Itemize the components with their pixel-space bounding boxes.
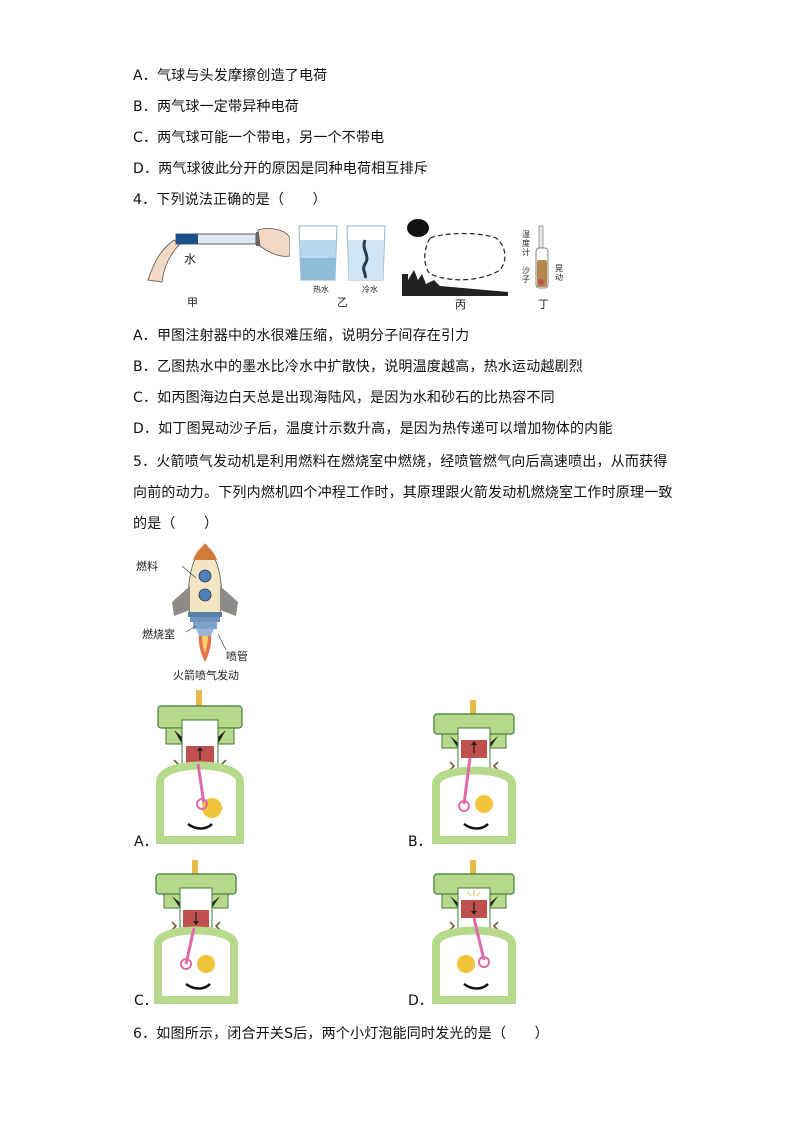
water-label: 水	[184, 252, 197, 266]
q4-option-a: A．甲图注射器中的水很难压缩，说明分子间存在引力	[133, 328, 470, 344]
nozzle-label: 喷管	[226, 650, 248, 663]
q5-option-a-label: A．	[134, 834, 158, 850]
engine-stroke-b	[432, 700, 516, 844]
fig-jia-label: 甲	[187, 296, 198, 309]
engine-stroke-c	[154, 860, 238, 1004]
hot-water-label: 热水	[313, 285, 329, 294]
q5-option-b-label: B．	[408, 834, 432, 850]
q3-option-b: B．两气球一定带异种电荷	[133, 99, 300, 115]
q6-stem: 6．如图所示，闭合开关S后，两个小灯泡能同时发光的是（ ）	[133, 1026, 549, 1042]
q5-option-c-label: C．	[134, 993, 158, 1009]
q3-option-d: D．两气球彼此分开的原因是同种电荷相互排斥	[133, 161, 428, 177]
q4-option-c: C．如丙图海边白天总是出现海陆风，是因为水和砂石的比热容不同	[133, 390, 555, 406]
q4-option-d: D．如丁图晃动沙子后，温度计示数升高，是因为热传递可以增加物体的内能	[133, 421, 613, 437]
q3-option-a: A．气球与头发摩擦创造了电荷	[133, 68, 328, 84]
q4-stem: 4．下列说法正确的是（ ）	[133, 192, 327, 208]
q3-option-c: C．两气球可能一个带电，另一个不带电	[133, 130, 385, 146]
syringe-figure	[147, 228, 290, 283]
q5-option-d-label: D．	[408, 993, 433, 1009]
beakers-figure	[298, 225, 386, 281]
thermometer-label: 温度计	[522, 230, 530, 257]
sea-breeze-figure	[402, 219, 508, 296]
q5-stem-line-1: 5．火箭喷气发动机是利用燃料在燃烧室中燃烧，经喷管燃气向后高速喷出，从而获得	[133, 454, 668, 470]
shake-label: 晃动	[555, 264, 563, 282]
cold-water-label: 冷水	[362, 285, 378, 294]
engine-stroke-a	[156, 690, 244, 844]
fig-ding-label: 丁	[538, 298, 549, 311]
q5-stem-line-2: 向前的动力。下列内燃机四个冲程工作时，其原理跟火箭发动机燃烧室工作时原理一致	[133, 485, 673, 501]
engine-stroke-d	[432, 860, 516, 1004]
q4-option-b: B．乙图热水中的墨水比冷水中扩散快，说明温度越高，热水运动越剧烈	[133, 359, 584, 375]
fig-bing-label: 丙	[455, 298, 466, 311]
sand-tube-figure	[535, 225, 549, 289]
rocket-figure	[172, 543, 238, 662]
rocket-caption: 火箭喷气发动	[173, 669, 239, 682]
fig-yi-label: 乙	[337, 296, 348, 309]
q5-stem-line-3: 的是（ ）	[133, 516, 219, 532]
sand-label: 沙子	[522, 266, 530, 284]
combustion-chamber-label: 燃烧室	[142, 628, 175, 641]
fuel-label: 燃料	[136, 560, 158, 573]
